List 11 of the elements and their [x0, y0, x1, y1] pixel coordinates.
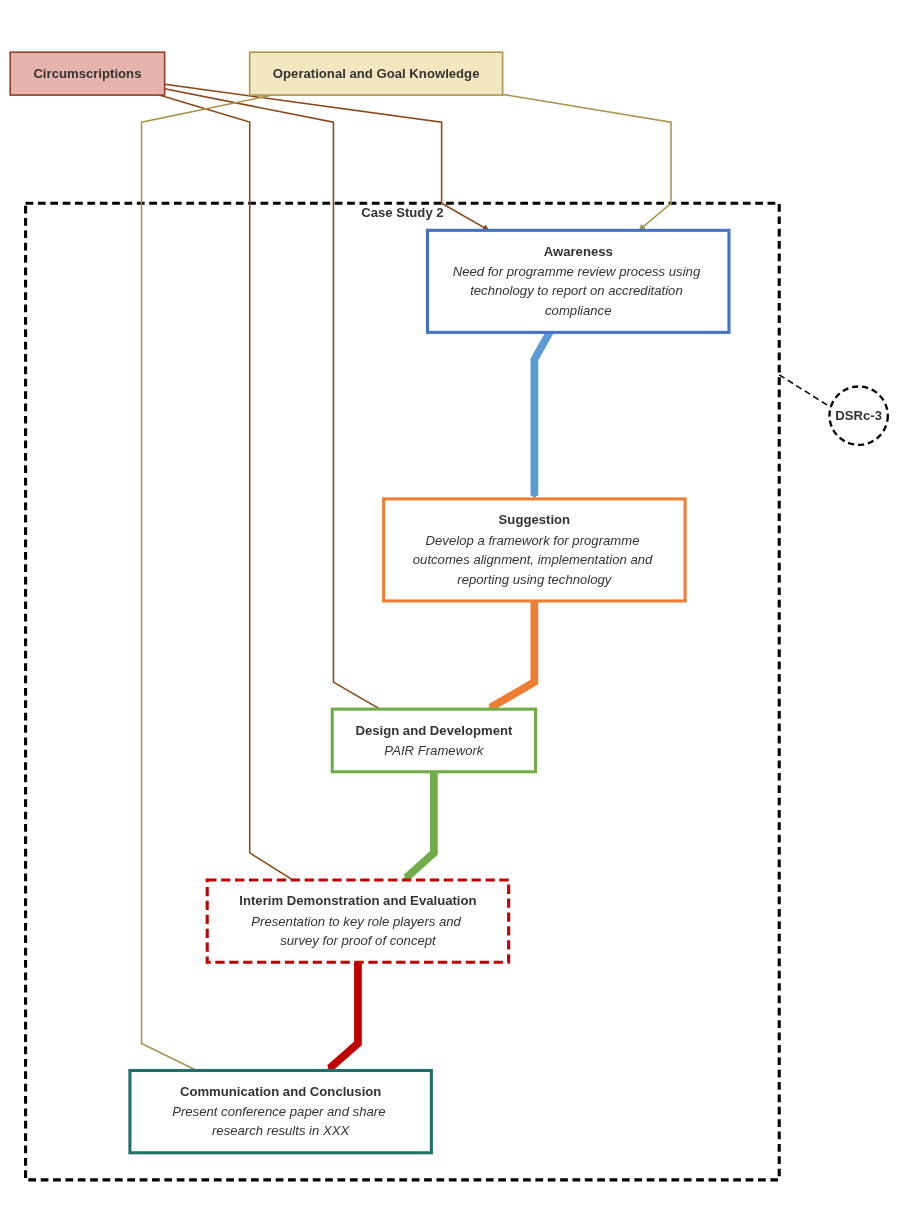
- arrow: [501, 93, 672, 231]
- node-box: Suggestion Develop a framework for programme outcomes alignment, implementation and reporting using technology: [382, 497, 687, 603]
- node-box: Design and Development PAIR Framework: [330, 707, 538, 774]
- node-box: Communication and Conclusion Present conference paper and share research results in XXX: [128, 1068, 433, 1155]
- node-box: Interim Demonstration and Evaluation Presentation to key role players and survey for proof of concept: [205, 878, 511, 964]
- node-box: Operational and Goal Knowledge: [248, 51, 504, 96]
- node-box: Circumscriptions: [9, 51, 166, 96]
- node-box: Awareness Need for programme review process using technology to report on accreditation compliance: [426, 228, 731, 334]
- arrow: [326, 962, 362, 1072]
- node-circle: DSRc-3: [828, 385, 889, 446]
- arrow: [403, 771, 438, 881]
